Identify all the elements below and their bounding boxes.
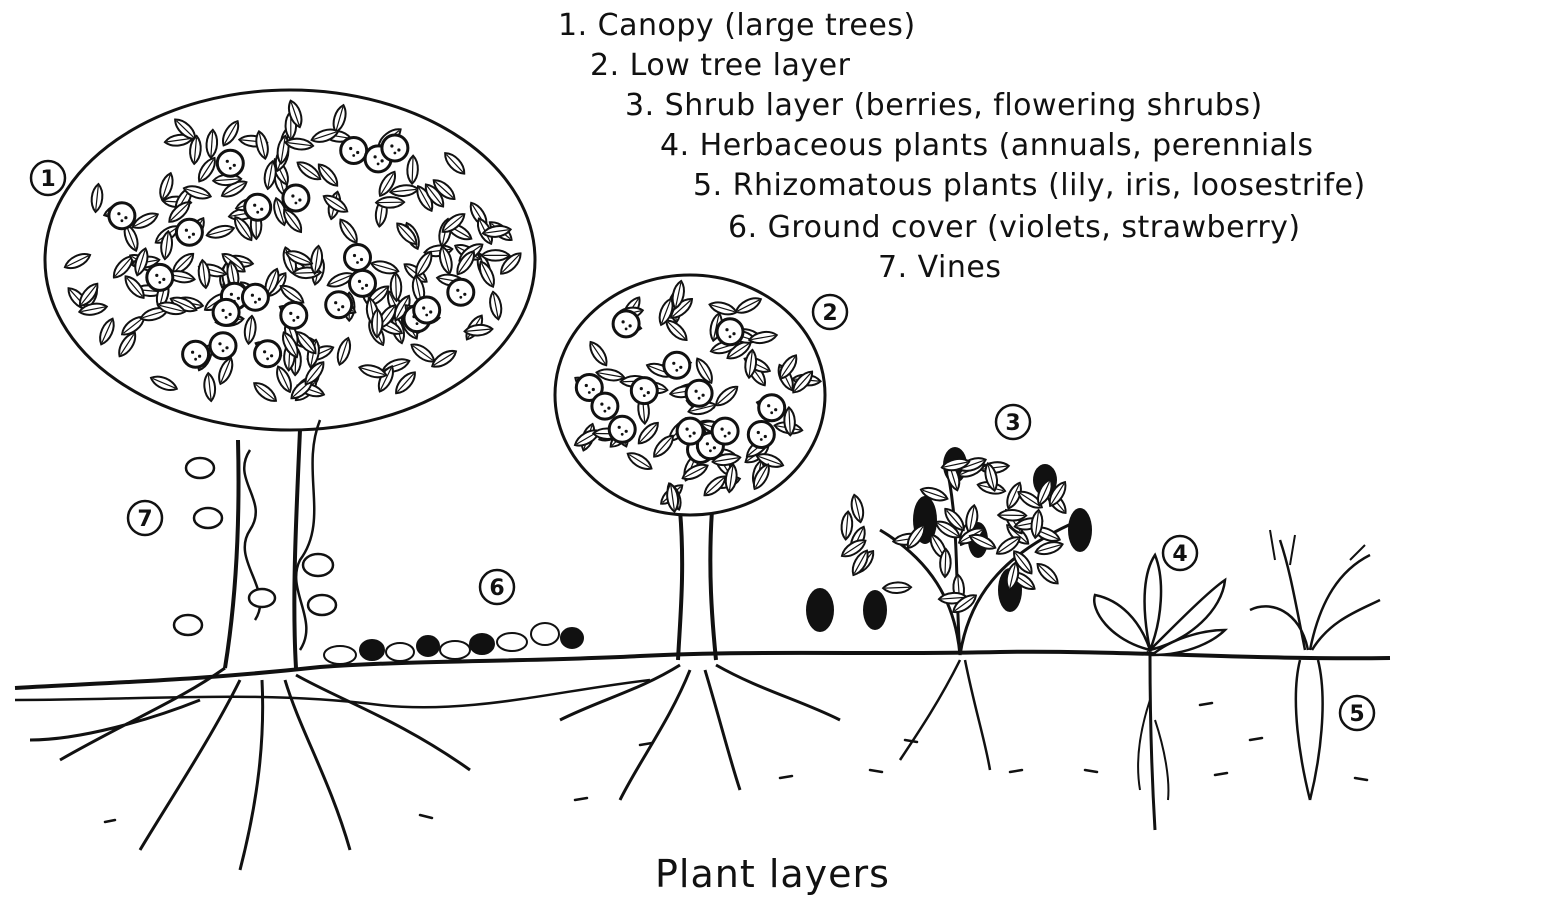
fruit-mark (677, 418, 703, 444)
marker-3: 3 (996, 405, 1030, 439)
fruit-mark (448, 279, 474, 305)
fruit-mark (326, 292, 352, 318)
fruit-mark (245, 194, 271, 220)
marker-4: 4 (1163, 536, 1197, 570)
fruit-mark (147, 264, 173, 290)
svg-text:4: 4 (1172, 542, 1187, 567)
leaf-mark (482, 250, 510, 261)
leaf-mark (1034, 560, 1061, 587)
fruit-mark (350, 270, 376, 296)
fruit-mark (283, 185, 309, 211)
leaf-mark (883, 582, 911, 593)
leaf-mark (372, 309, 383, 337)
marker-7: 7 (128, 501, 162, 535)
marker-1: 1 (31, 161, 65, 195)
vine (174, 420, 336, 650)
svg-text:3: 3 (1005, 411, 1020, 436)
diagram-caption: Plant layers (655, 852, 890, 896)
svg-text:1: 1 (40, 167, 55, 192)
svg-text:2: 2 (822, 301, 837, 326)
leaf-mark (840, 511, 853, 540)
fruit-mark (242, 284, 268, 310)
shrub (806, 447, 1092, 770)
leaf-mark (998, 510, 1026, 521)
fruit-mark (613, 311, 639, 337)
leaf-mark (376, 197, 404, 208)
soil-marks (105, 703, 1367, 822)
fruit-mark (345, 245, 371, 271)
svg-text:7: 7 (137, 507, 152, 532)
fruit-mark (631, 378, 657, 404)
fruit-mark (341, 138, 367, 164)
fruit-mark (686, 380, 712, 406)
fruit-mark (759, 395, 785, 421)
fruit-mark (592, 393, 618, 419)
fruit-mark (281, 302, 307, 328)
fruit-mark (210, 333, 236, 359)
fruit-mark (213, 299, 239, 325)
fruit-mark (183, 341, 209, 367)
svg-text:6: 6 (489, 576, 504, 601)
fruit-mark (176, 219, 202, 245)
marker-2: 2 (813, 295, 847, 329)
herbaceous-plant (1094, 555, 1225, 830)
svg-text:5: 5 (1349, 702, 1364, 727)
low-tree (555, 275, 840, 800)
fruit-mark (255, 341, 281, 367)
fruit-mark (217, 150, 243, 176)
fruit-mark (712, 418, 738, 444)
fruit-mark (382, 135, 408, 161)
canopy-tree (30, 90, 535, 870)
fruit-mark (717, 319, 743, 345)
fruit-mark (664, 352, 690, 378)
rhizomatous-plant (1250, 530, 1380, 800)
fruit-mark (609, 416, 635, 442)
fruit-mark (109, 203, 135, 229)
marker-5: 5 (1340, 696, 1374, 730)
marker-6: 6 (480, 570, 514, 604)
fruit-mark (414, 297, 440, 323)
fruit-mark (748, 422, 774, 448)
